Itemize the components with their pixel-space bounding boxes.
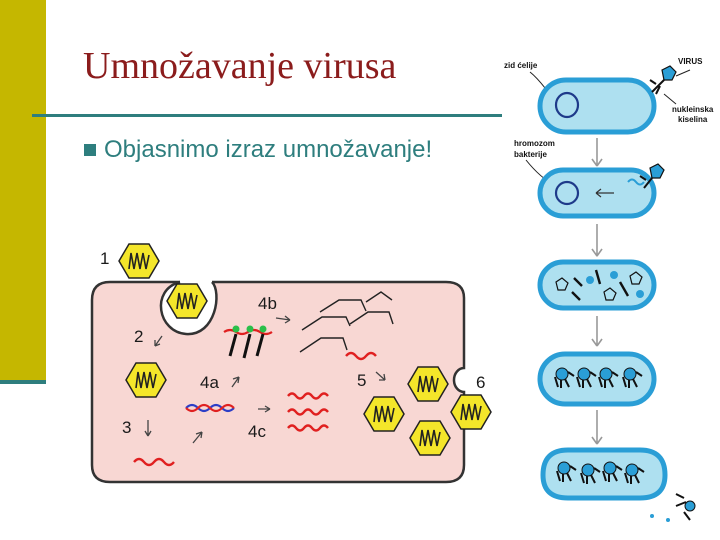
- arrow-stage-4-5-icon: [591, 410, 603, 445]
- label-virus: VIRUS: [678, 57, 703, 66]
- escaping-virus: [650, 493, 696, 522]
- arrow-assembly-icon: [192, 431, 203, 444]
- viral-dna-strand: [185, 403, 235, 413]
- injected-nucleic-acid: [627, 178, 645, 186]
- label-chromosome-1: hromozom: [514, 139, 555, 148]
- arrow-step-4b-icon: [275, 315, 291, 324]
- arrow-step-4c-icon: [258, 405, 271, 413]
- viral-nucleic-acid: [133, 457, 175, 467]
- label-chromosome-2: bakterije: [514, 150, 547, 159]
- sidebar-accent-bar: [0, 0, 46, 384]
- step-label-2: 2: [134, 327, 143, 346]
- capsid-proteins: [299, 291, 394, 353]
- arrow-step-2-icon: [154, 335, 163, 347]
- slide-title: Umnožavanje virusa: [83, 45, 397, 87]
- bullet-marker-icon: [84, 144, 96, 156]
- label-cell-wall: zid ćelije: [504, 61, 538, 70]
- bullet-item: Objasnimo izraz umnožavanje!: [84, 136, 432, 164]
- bacterial-chromosome-2: [554, 180, 580, 206]
- arrow-step-5-icon: [375, 371, 386, 381]
- virus-attached-stage-1: [649, 65, 677, 95]
- step-label-1: 1: [100, 249, 109, 268]
- sidebar-accent-rule: [0, 380, 46, 384]
- arrow-step-4a-icon: [231, 376, 240, 388]
- step-label-6: 6: [476, 373, 485, 392]
- step-label-4a: 4a: [200, 373, 219, 392]
- new-viral-rna: [345, 351, 377, 361]
- step-label-4b: 4b: [258, 294, 277, 313]
- bacterium-stage-4: [537, 351, 657, 407]
- arrow-injection-icon: [595, 188, 614, 198]
- label-nucleic-acid-1: nukleinska: [672, 105, 714, 114]
- bacterium-stage-3: [537, 259, 657, 311]
- arrow-stage-3-4-icon: [591, 316, 603, 347]
- step-label-4c: 4c: [248, 422, 266, 441]
- arrow-step-3-icon: [144, 420, 152, 437]
- bullet-text: Objasnimo izraz umnožavanje!: [104, 136, 433, 163]
- arrow-stage-1-2-icon: [591, 138, 603, 167]
- pointer-nucleic-acid: [663, 93, 677, 105]
- step-label-3: 3: [122, 418, 131, 437]
- bacterial-chromosome-1: [554, 91, 580, 119]
- ribosome-translation: [223, 325, 273, 359]
- step-label-5: 5: [357, 371, 366, 390]
- virus-injecting-stage-2: [639, 163, 665, 189]
- arrow-stage-2-3-icon: [591, 224, 603, 257]
- label-nucleic-acid-2: kiselina: [678, 115, 708, 124]
- virus-attaching: [118, 243, 160, 279]
- title-divider: [32, 114, 502, 117]
- pointer-virus: [675, 69, 691, 77]
- virus-parts-stage-3: [555, 269, 644, 301]
